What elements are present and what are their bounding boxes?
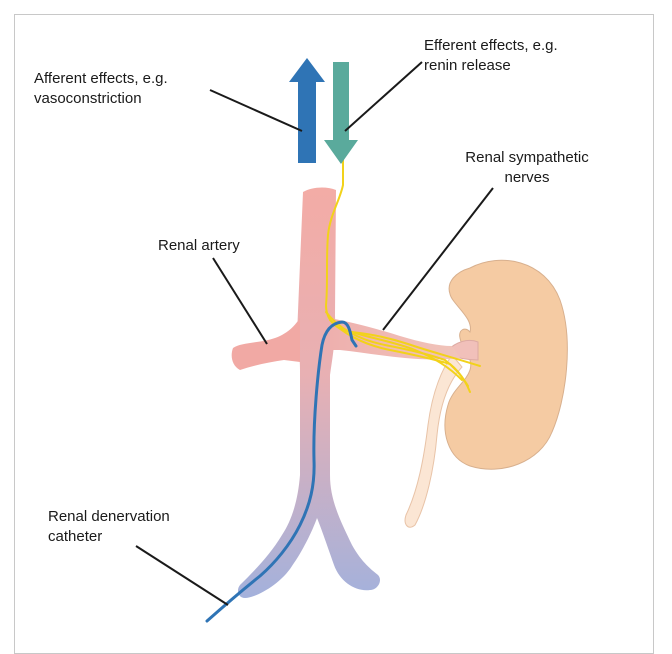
sympathetic-line-2: nerves <box>432 168 622 188</box>
leader-afferent <box>210 90 302 131</box>
afferent-line-2: vasoconstriction <box>34 89 168 109</box>
efferent-line-2: renin release <box>424 56 558 76</box>
sympathetic-line-1: Renal sympathetic <box>432 148 622 168</box>
label-renal-sympathetic-nerves: Renal sympathetic nerves <box>432 148 622 188</box>
leader-efferent <box>345 62 422 131</box>
leader-catheter <box>136 546 228 605</box>
afferent-line-1: Afferent effects, e.g. <box>34 69 168 89</box>
catheter-line-1: Renal denervation <box>48 507 170 527</box>
leader-artery <box>213 258 267 344</box>
label-efferent-effects: Efferent effects, e.g. renin release <box>424 36 558 76</box>
efferent-line-1: Efferent effects, e.g. <box>424 36 558 56</box>
kidney <box>445 260 567 469</box>
catheter-line-2: catheter <box>48 527 170 547</box>
afferent-arrow <box>289 58 325 163</box>
aorta <box>238 188 380 598</box>
efferent-arrow <box>324 62 358 164</box>
artery-line-1: Renal artery <box>158 236 240 256</box>
label-afferent-effects: Afferent effects, e.g. vasoconstriction <box>34 69 168 109</box>
label-renal-denervation-catheter: Renal denervation catheter <box>48 507 170 547</box>
label-renal-artery: Renal artery <box>158 236 240 256</box>
